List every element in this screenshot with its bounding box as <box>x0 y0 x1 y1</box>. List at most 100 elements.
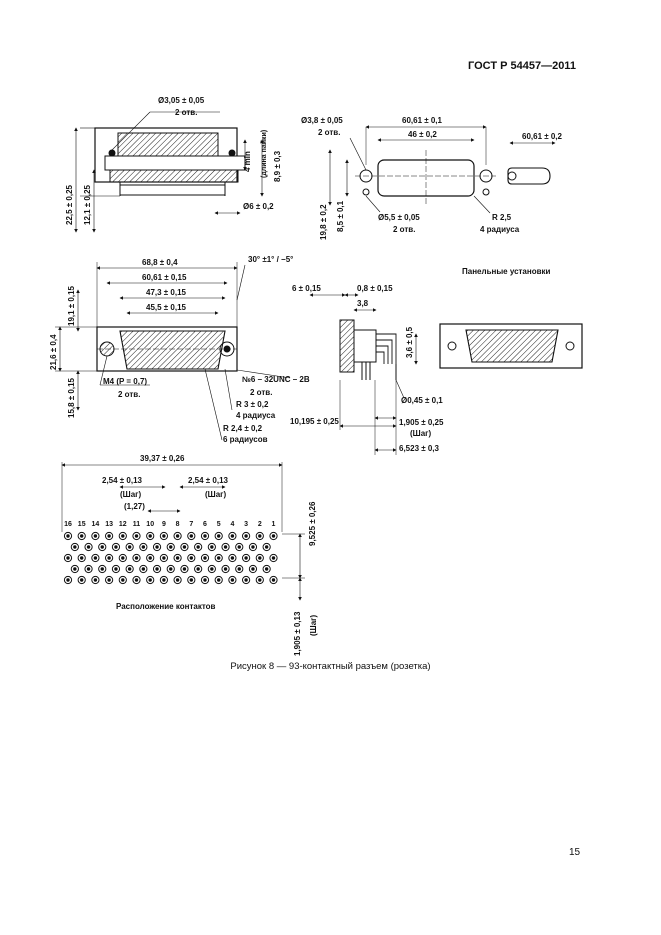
contact-dot-center <box>217 556 221 560</box>
contact-dot-center <box>80 556 84 560</box>
contact-dot-center <box>73 567 77 571</box>
contact-dot-center <box>155 545 159 549</box>
contact-dot-center <box>264 545 269 549</box>
contact-dot-center <box>203 578 207 582</box>
height-total-label: 22,5 ± 0,25 <box>65 184 74 225</box>
contacts-offset: (1,27) <box>124 502 145 511</box>
pin-len-note: (длина пайки) <box>260 130 268 178</box>
contact-dot-center <box>141 567 146 571</box>
contact-column-number: 12 <box>119 521 127 528</box>
contact-dot-center <box>223 567 228 571</box>
figure-caption: Рисунок 8 — 93-контактный разъем (розетк… <box>230 661 431 672</box>
min-len-label: 4 min <box>243 151 252 172</box>
contact-dot-center <box>175 556 180 560</box>
cutout-hole-dia: Ø3,8 ± 0,05 <box>301 116 343 125</box>
contact-dot-center <box>258 556 262 560</box>
pitch-b: 2,54 ± 0,13 <box>188 476 229 485</box>
contact-dot-center <box>271 578 276 582</box>
contact-dot-center <box>86 567 91 571</box>
contact-dot-center <box>230 578 235 582</box>
contact-dot-center <box>148 578 152 582</box>
cutout-detail-width: 60,61 ± 0,2 <box>522 132 563 141</box>
contact-dot-center <box>162 534 166 538</box>
height-body-label: 12,1 ± 0,25 <box>83 184 92 225</box>
contact-dot-center <box>66 578 70 582</box>
page-number: 15 <box>569 847 581 858</box>
contact-dot-center <box>134 578 139 582</box>
side-dim-c: 3,8 <box>357 299 369 308</box>
contact-column-number: 2 <box>258 521 262 528</box>
side-dim-b: 0,8 ± 0,15 <box>357 284 393 293</box>
contact-column-number: 13 <box>105 521 113 528</box>
contact-dot-center <box>66 534 70 538</box>
front-thread-left: M4 (P = 0,7) <box>103 377 147 386</box>
contact-dot-center <box>127 545 132 549</box>
front-radius-b: R 2,4 ± 0,2 <box>223 424 263 433</box>
panel-cutout-view <box>328 125 556 214</box>
cutout-width-outer: 60,61 ± 0,1 <box>402 116 443 125</box>
contact-column-number: 8 <box>176 521 180 528</box>
contact-dot-center <box>189 534 194 538</box>
contact-dot-center <box>189 556 194 560</box>
contact-dot-center <box>80 534 84 538</box>
contact-dot-center <box>93 578 98 582</box>
contact-column-number: 15 <box>78 521 86 528</box>
front-width-overall: 68,8 ± 0,4 <box>142 258 178 267</box>
contact-dot-center <box>148 534 152 538</box>
contact-dot-center <box>93 556 98 560</box>
side-view-top <box>74 111 264 233</box>
contacts-height: 9,525 ± 0,26 <box>308 501 317 546</box>
cutout-radius-qty: 4 радиуса <box>480 225 520 234</box>
panel-title: Панельные установки <box>462 267 551 276</box>
contact-dot-center <box>121 534 125 538</box>
side-dim-g: 6,523 ± 0,3 <box>399 444 440 453</box>
contact-column-number: 6 <box>203 521 207 528</box>
contact-dot-center <box>189 578 194 582</box>
cutout-cut-dia: Ø5,5 ± 0,05 <box>378 213 420 222</box>
contact-dot-center <box>223 545 228 549</box>
contact-dot-center <box>182 545 187 549</box>
pitch-a-note: (Шаг) <box>120 490 141 499</box>
contact-dot-center <box>155 567 159 571</box>
contact-dot-center <box>134 534 139 538</box>
contact-dot-center <box>107 578 111 582</box>
standard-header: ГОСТ Р 54457—2011 <box>468 60 576 72</box>
side-dim-f: 1,905 ± 0,25 <box>399 418 444 427</box>
contact-dot-center <box>127 567 132 571</box>
contact-dot-center <box>271 556 276 560</box>
cutout-width-inner: 46 ± 0,2 <box>408 130 437 139</box>
front-chamfer-angle: 30° ±1° / −5° <box>248 255 293 264</box>
contact-dot-center <box>244 534 248 538</box>
front-width-shell: 47,3 ± 0,15 <box>146 288 187 297</box>
contact-dot-center <box>73 545 77 549</box>
contact-dot-center <box>114 567 118 571</box>
contact-dot-center <box>93 534 98 538</box>
contact-dot-center <box>80 578 84 582</box>
contact-column-number: 5 <box>217 521 221 528</box>
front-height-flange: 21,6 ± 0,4 <box>49 334 58 370</box>
contact-column-number: 14 <box>92 521 100 528</box>
contact-dot-center <box>264 567 269 571</box>
contact-dot-center <box>66 556 70 560</box>
contact-dot-center <box>169 545 173 549</box>
contact-dot-center <box>100 545 104 549</box>
cutout-cut-qty: 2 отв. <box>393 225 415 234</box>
front-thread-right-qty: 2 отв. <box>250 388 272 397</box>
front-radius-b-qty: 6 радиусов <box>223 435 268 444</box>
solder-len-label: 8,9 ± 0,3 <box>273 150 282 182</box>
contact-dot-center <box>86 545 91 549</box>
front-width-insert: 45,5 ± 0,15 <box>146 303 187 312</box>
contact-dot-center <box>175 534 180 538</box>
contact-dot-center <box>162 556 166 560</box>
contacts-label: Расположение контактов <box>116 602 216 611</box>
cutout-height-inner: 8,5 ± 0,1 <box>336 200 345 232</box>
contact-column-number: 9 <box>162 521 166 528</box>
contact-dot-center <box>203 556 207 560</box>
contact-dot-center <box>230 556 235 560</box>
contact-dot-center <box>210 545 214 549</box>
contact-dot-center <box>251 545 255 549</box>
contact-dot-center <box>230 534 235 538</box>
contact-dot-center <box>258 578 262 582</box>
contact-dot-center <box>175 578 180 582</box>
